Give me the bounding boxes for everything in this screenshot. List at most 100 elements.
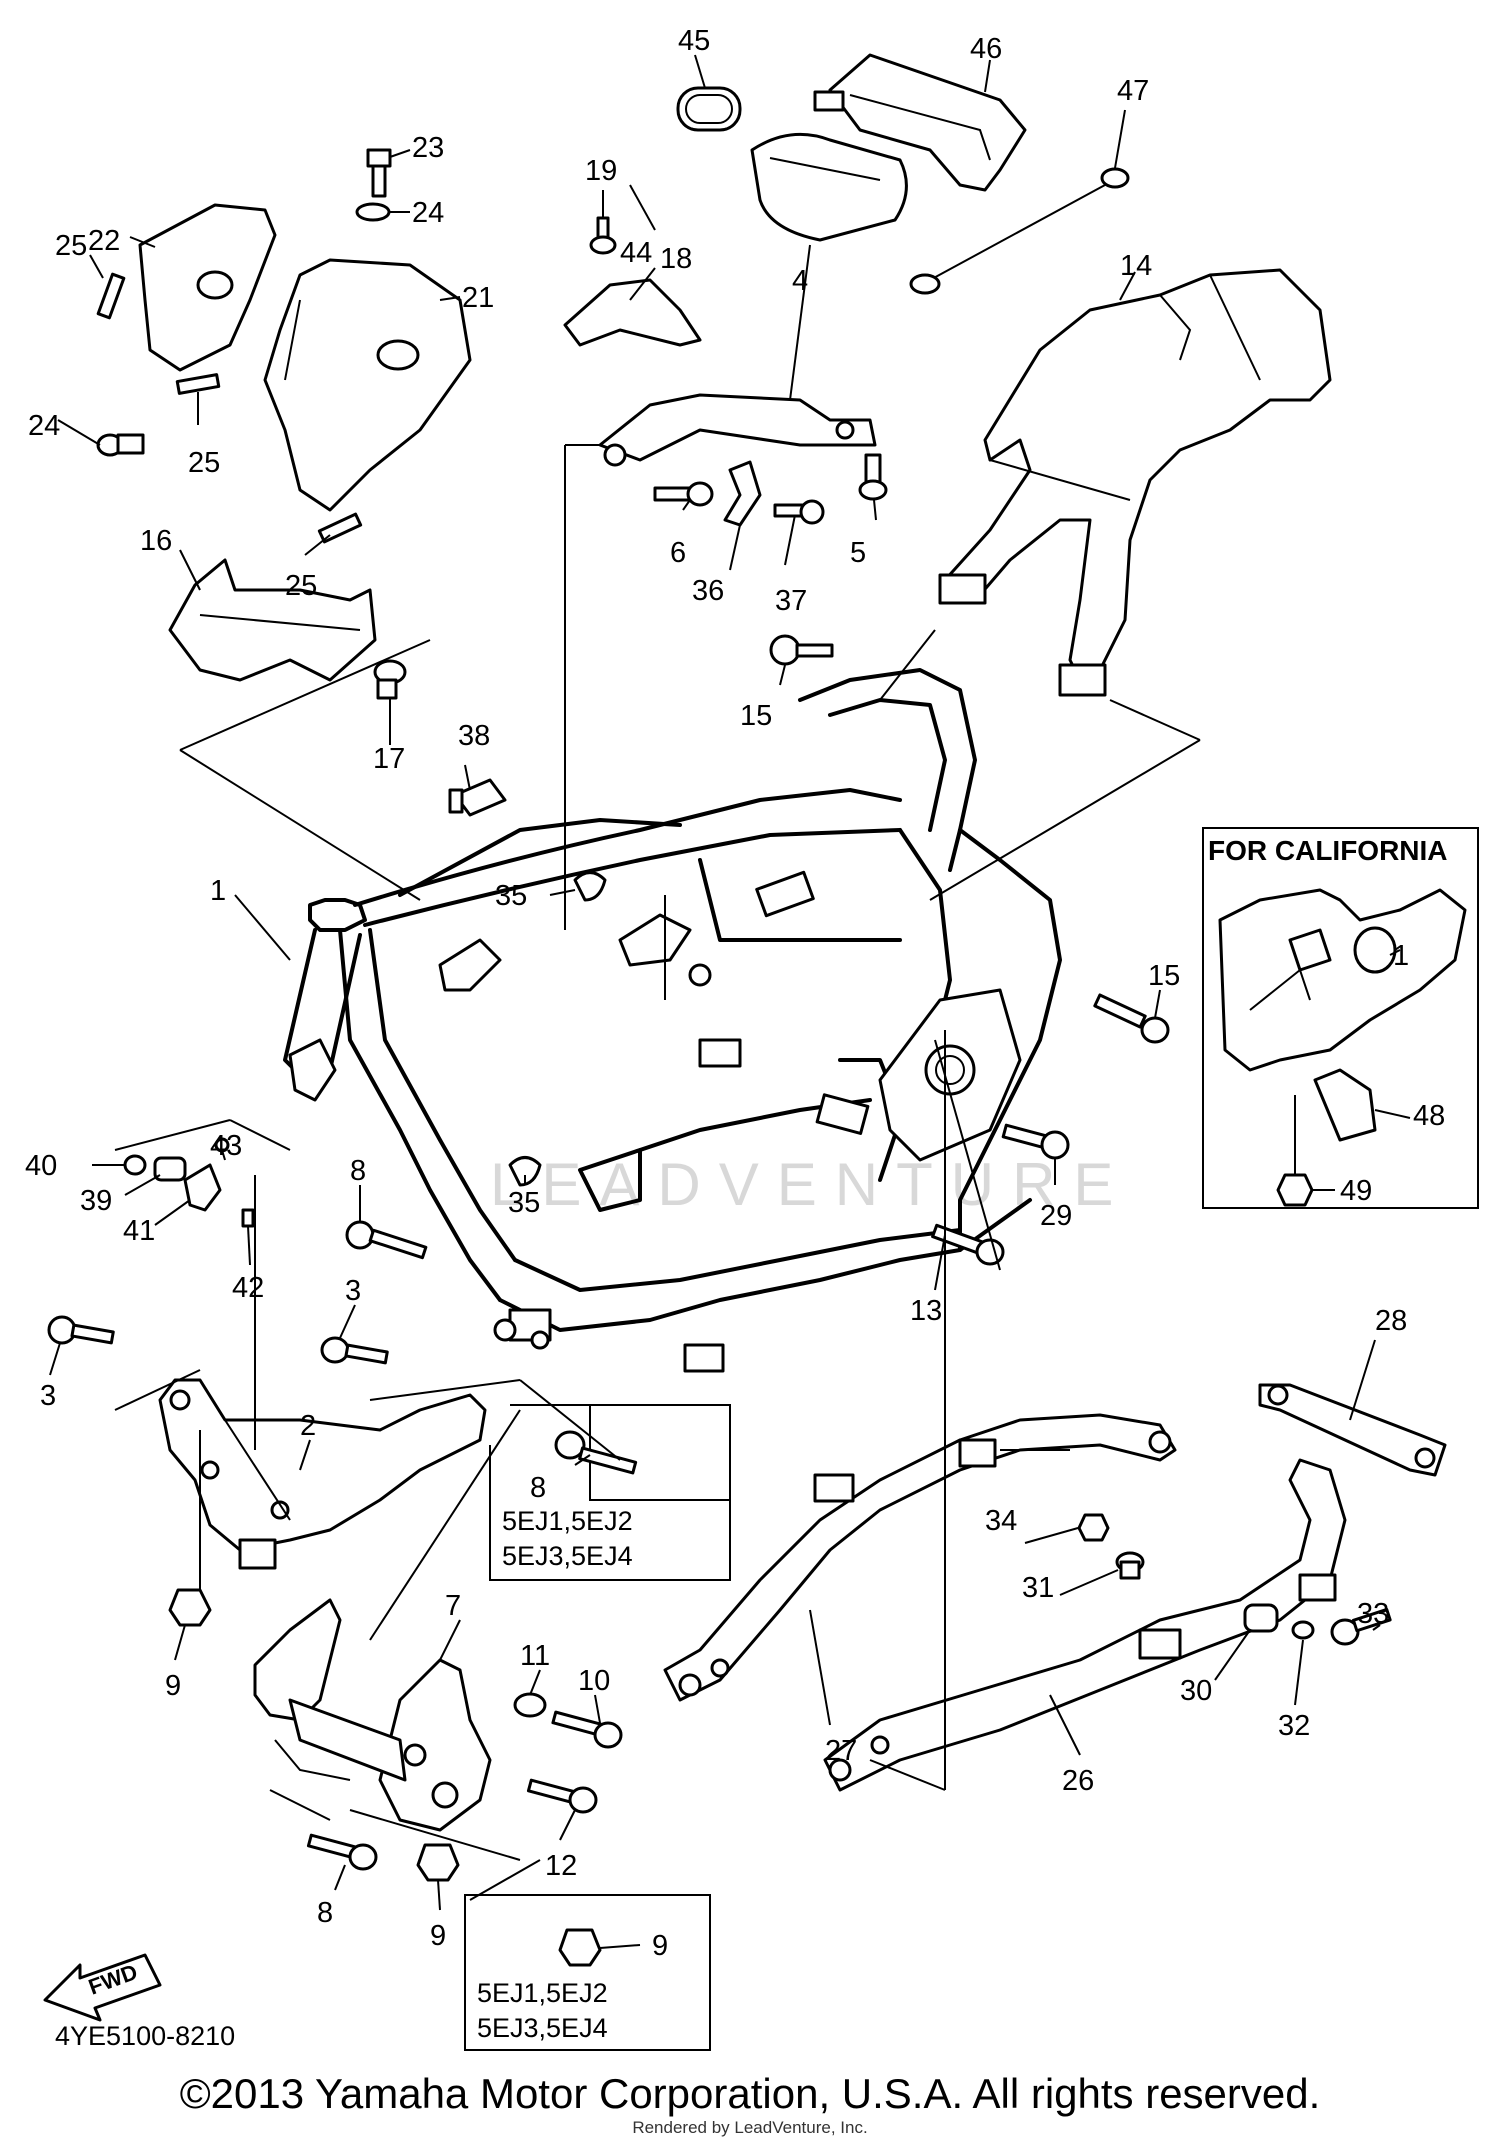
california-box: FOR CALIFORNIA (1202, 827, 1479, 1209)
part-8-bolt-lower (306, 1833, 378, 1871)
callout-1-california: 1 (1393, 940, 1409, 972)
callout-24: 24 (28, 410, 60, 442)
diagram-code: 4YE5100-8210 (55, 2021, 235, 2051)
callout-8-b: 8 (530, 1472, 546, 1504)
part-45-oring (676, 86, 742, 132)
callout-35-b: 35 (508, 1187, 540, 1219)
part-39-collar (153, 1156, 187, 1182)
part-35-clamp-a (573, 871, 607, 902)
part-19-screw (589, 216, 617, 255)
callout-19: 19 (585, 155, 617, 187)
part-25-clip-a (96, 272, 126, 320)
part-47-cable (909, 167, 1130, 295)
callout-27: 27 (825, 1735, 857, 1767)
part-27-lower-rail (663, 1413, 1177, 1702)
callout-7: 7 (445, 1590, 461, 1622)
callout-15-b: 15 (1148, 960, 1180, 992)
callout-44: 44 (620, 237, 652, 269)
part-21-side-cover (138, 203, 277, 372)
callout-26: 26 (1062, 1765, 1094, 1797)
part-20-side-cover (263, 258, 472, 512)
model-box-lower (464, 1894, 711, 2051)
callout-8-c: 8 (317, 1897, 333, 1929)
callout-25-a: 25 (55, 230, 87, 262)
callout-2: 2 (300, 1410, 316, 1442)
callout-9-c: 9 (652, 1930, 668, 1962)
callout-30: 30 (1180, 1675, 1212, 1707)
callout-1: 1 (210, 875, 226, 907)
callout-labels: 45 44 46 47 23 24 22 21 25 25 24 25 16 1… (25, 25, 1445, 1962)
part-11-washer (513, 1692, 547, 1718)
part-12-bolt (526, 1778, 598, 1814)
part-17-bolt (373, 659, 407, 700)
callout-6: 6 (670, 537, 686, 569)
callout-22: 23 (412, 132, 444, 164)
part-34-nut (1077, 1513, 1110, 1542)
callout-21: 22 (88, 225, 120, 257)
callout-35-a: 35 (495, 880, 527, 912)
callout-37: 37 (775, 585, 807, 617)
callout-32: 32 (1278, 1710, 1310, 1742)
model-box-upper-line1: 5EJ1,5EJ2 (502, 1506, 633, 1536)
callout-17: 17 (373, 743, 405, 775)
part-25-clip-b (175, 373, 221, 395)
callout-15-a: 15 (740, 700, 772, 732)
callout-25-b: 25 (188, 447, 220, 479)
callout-14: 14 (1120, 250, 1152, 282)
part-36-bracket (723, 460, 762, 527)
callout-3-right: 3 (345, 1275, 361, 1307)
part-24-screw (96, 433, 145, 457)
part-32-washer (1291, 1620, 1315, 1640)
part-16-lower-cover (168, 558, 377, 682)
callout-28: 28 (1375, 1305, 1407, 1337)
callout-5: 5 (850, 537, 866, 569)
part-26-lower-rail (823, 1458, 1347, 1792)
callout-34: 34 (985, 1505, 1017, 1537)
part-4-cross-tube (598, 393, 877, 467)
callout-10: 10 (578, 1665, 610, 1697)
callout-11: 11 (520, 1640, 550, 1672)
callout-16: 16 (140, 525, 172, 557)
callout-13: 13 (910, 1295, 942, 1327)
part-40-nut (123, 1154, 147, 1176)
part-5-bolt (858, 453, 888, 501)
part-46-bracket (813, 53, 1027, 192)
part-6-bolt (653, 481, 714, 507)
part-42-pin (241, 1208, 255, 1228)
part-18-bracket (563, 278, 702, 347)
part-7-engine-bracket (253, 1598, 492, 1832)
part-41-bracket (183, 1163, 222, 1212)
part-2-front-frame (158, 1378, 487, 1570)
part-3-bolt-left (47, 1315, 115, 1345)
part-22-bolt (366, 148, 392, 198)
callout-39: 39 (80, 1185, 112, 1217)
part-33-bolt (1330, 1607, 1392, 1646)
part-23-washer (355, 202, 391, 222)
part-15-bolt-upper (769, 634, 834, 666)
part-31-collar (1115, 1551, 1145, 1580)
model-box-upper (489, 1404, 731, 1581)
watermark-text: LEADVENTURE (490, 1151, 1131, 1218)
model-box-upper-line2: 5EJ3,5EJ4 (502, 1541, 633, 1571)
callout-45: 45 (678, 25, 710, 57)
callout-33: 33 (1357, 1598, 1389, 1630)
part-9-nut-middle (416, 1843, 460, 1882)
part-38-mount (448, 778, 507, 817)
callout-42: 42 (232, 1272, 264, 1304)
callout-4: 4 (792, 265, 808, 297)
part-14-rear-frame (938, 268, 1332, 697)
part-9-nut-box (558, 1928, 602, 1967)
part-28-crossbar (1258, 1383, 1447, 1477)
fwd-arrow: FWD (43, 1953, 162, 2022)
model-box-lower-line1: 5EJ1,5EJ2 (477, 1978, 608, 2008)
callout-25-c: 25 (285, 570, 317, 602)
callout-38: 38 (458, 720, 490, 752)
part-1-main-frame (283, 668, 1062, 1373)
callout-29: 29 (1040, 1200, 1072, 1232)
callout-3-left: 3 (40, 1380, 56, 1412)
california-box-title: FOR CALIFORNIA (1208, 835, 1448, 866)
callout-46: 46 (970, 33, 1002, 65)
part-3-bolt-right (320, 1336, 389, 1365)
callout-41: 41 (123, 1215, 155, 1247)
